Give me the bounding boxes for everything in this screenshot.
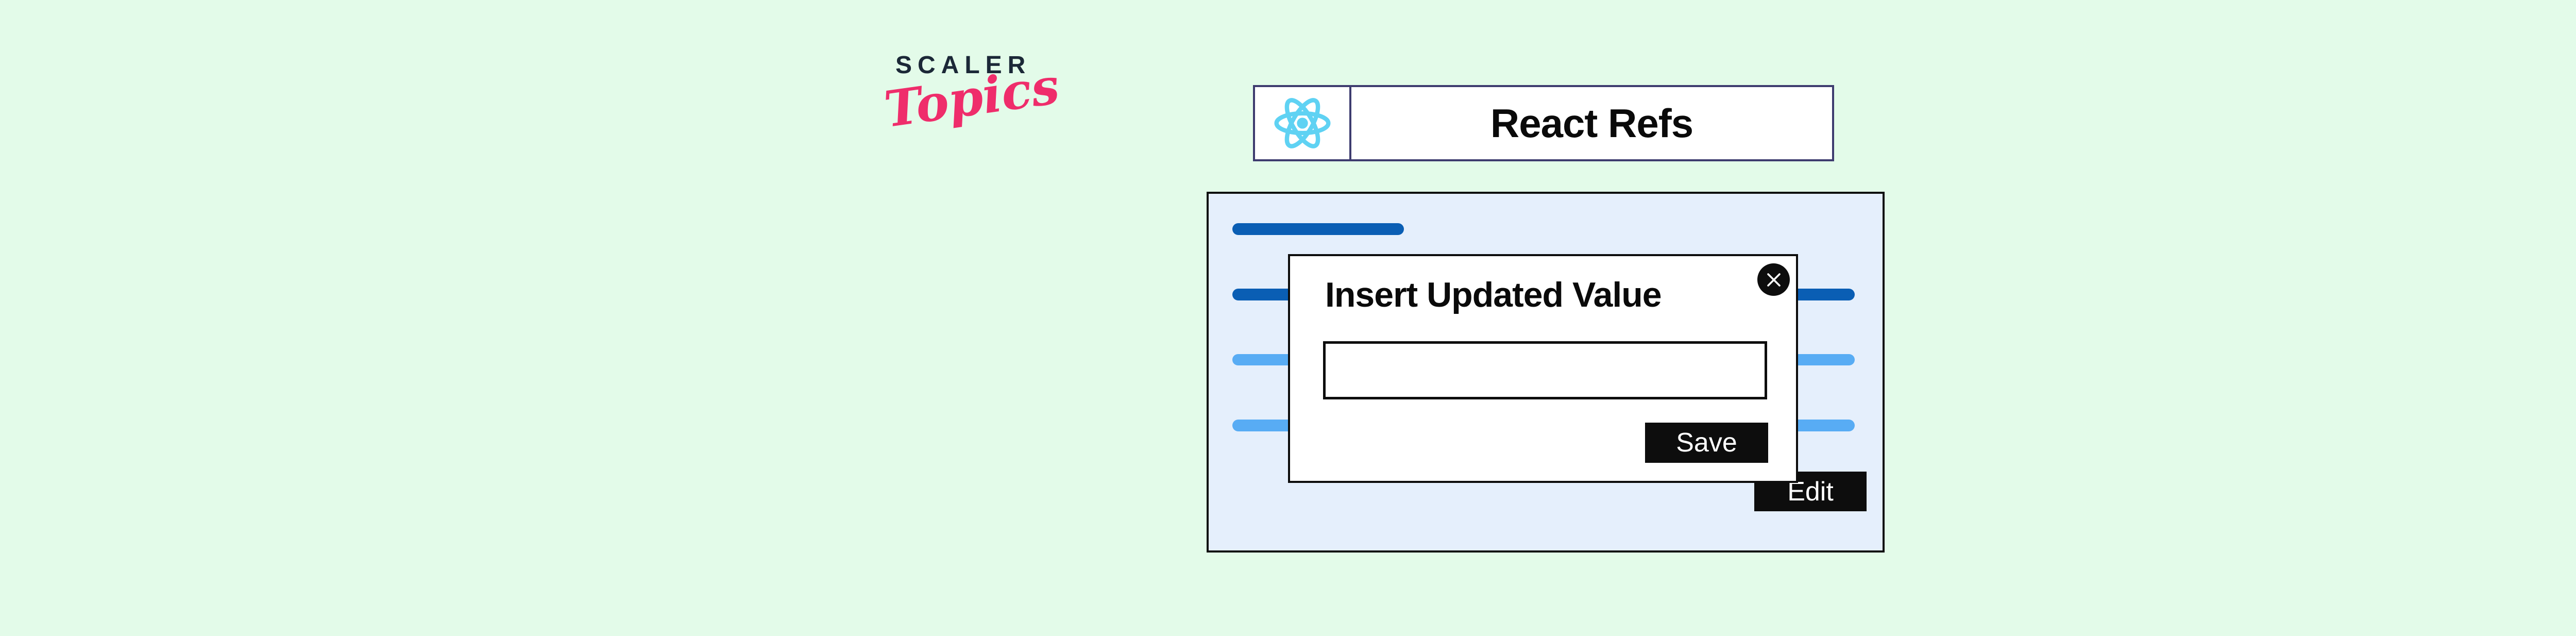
close-x-icon	[1767, 273, 1781, 287]
react-refs-header: React Refs	[1253, 85, 1834, 161]
close-button[interactable]	[1757, 263, 1790, 296]
page-title: React Refs	[1490, 100, 1693, 146]
modal-title: Insert Updated Value	[1325, 275, 1662, 314]
save-button[interactable]: Save	[1645, 423, 1768, 463]
content-panel: Edit Insert Updated Value Save	[1207, 192, 1885, 553]
header-title-cell: React Refs	[1351, 87, 1832, 159]
react-atom-icon	[1274, 98, 1331, 148]
placeholder-line-1	[1232, 223, 1404, 235]
scaler-wordmark: SCALER	[895, 52, 1031, 79]
value-input[interactable]	[1323, 341, 1767, 399]
scaler-topics-logo: SCALER Topics	[881, 52, 1063, 156]
modal-dialog: Insert Updated Value Save	[1288, 254, 1798, 483]
react-logo-cell	[1255, 87, 1351, 159]
